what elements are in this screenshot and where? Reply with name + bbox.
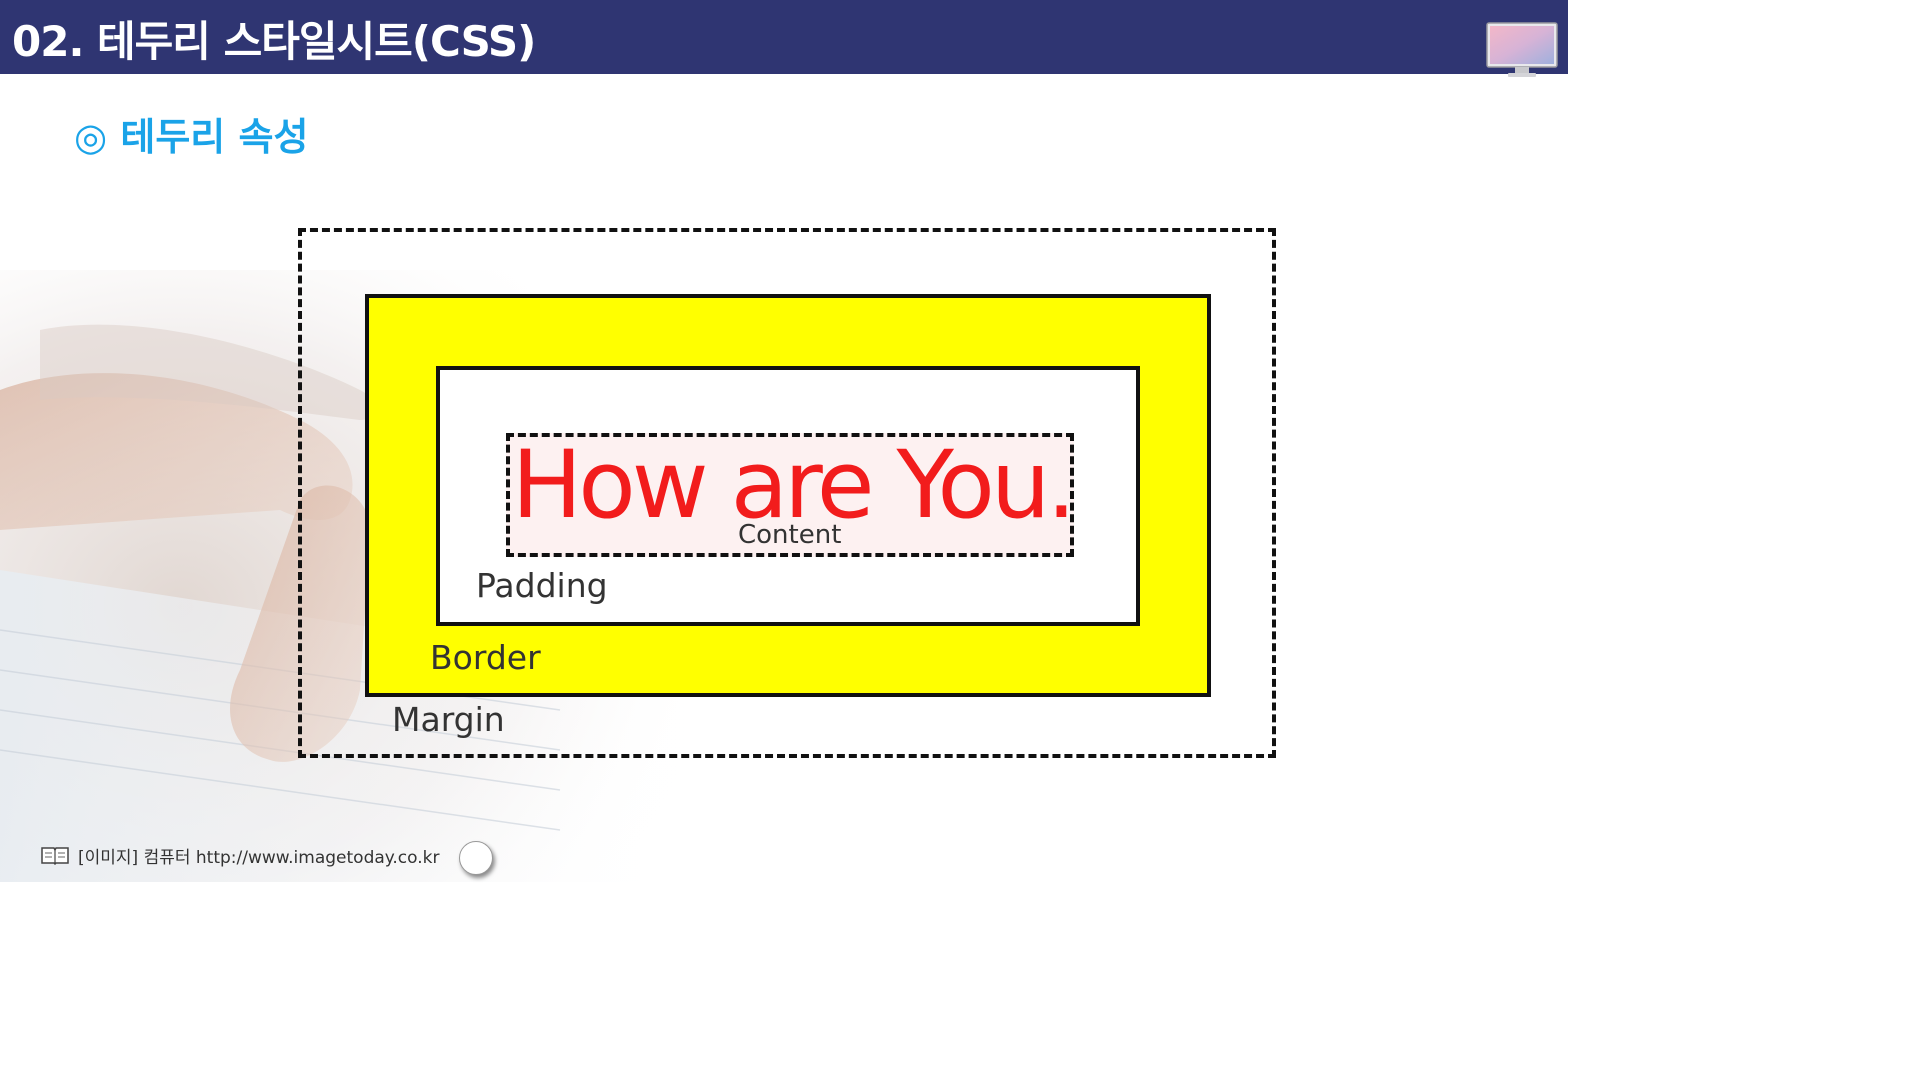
monitor-icon: [1486, 22, 1558, 77]
toggle-knob[interactable]: [459, 841, 493, 875]
margin-label: Margin: [392, 700, 505, 739]
section-title: ◎ 테두리 속성: [74, 115, 309, 159]
page-title: 02. 테두리 스타일시트(CSS): [12, 17, 536, 66]
margin-box: [298, 228, 1276, 758]
border-label: Border: [430, 638, 541, 677]
credit-text: [이미지] 컴퓨터 http://www.imagetoday.co.kr: [78, 848, 440, 868]
padding-label: Padding: [476, 566, 608, 605]
content-sample-text: How are You.: [511, 431, 1077, 540]
book-icon: [41, 847, 69, 865]
content-label: Content: [738, 520, 842, 550]
content-box: [506, 433, 1074, 557]
header-bar: 02. 테두리 스타일시트(CSS): [0, 0, 1568, 74]
